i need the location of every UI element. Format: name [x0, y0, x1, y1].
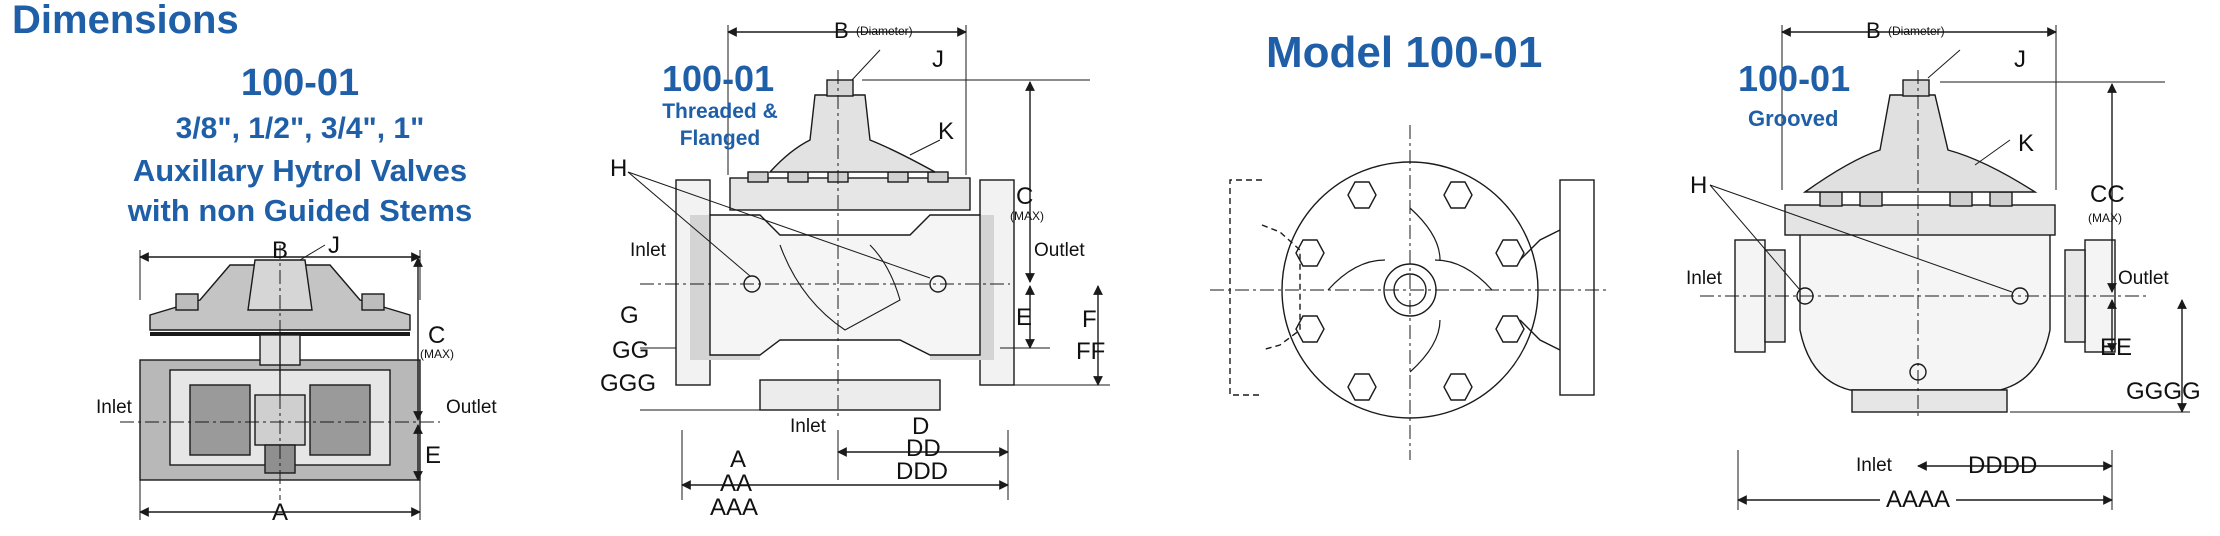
- panel2-label-c: C: [1016, 183, 1034, 210]
- panel2-label-outlet: Outlet: [1034, 240, 1085, 261]
- panel4-label-j: J: [2014, 46, 2026, 73]
- panel4-side-view: [1700, 25, 2190, 510]
- panel4-label-diameter: (Diameter): [1888, 24, 1945, 38]
- panel2-label-aa: AA: [720, 470, 753, 497]
- panel4-label-ee: EE: [2100, 334, 2133, 361]
- panel2-model: 100-01: [662, 58, 775, 99]
- panel1-cutaway-valve: [120, 244, 440, 520]
- panel3-top-view: [1210, 125, 1610, 460]
- panel4-label-inlet: Inlet: [1686, 268, 1722, 289]
- panel1-label-e: E: [425, 442, 442, 469]
- panel3-title: Model 100-01: [1266, 28, 1543, 77]
- panel2-label-j: J: [932, 46, 944, 73]
- panel4-label-k: K: [2018, 130, 2035, 157]
- panel4-model: 100-01: [1738, 58, 1851, 99]
- panel2-label-max: (MAX): [1010, 209, 1044, 223]
- panel2-label-a: A: [730, 446, 747, 473]
- panel1-label-a: A: [272, 499, 289, 526]
- panel2-sub1: Threaded &: [662, 100, 778, 123]
- panel2-label-e: E: [1016, 304, 1033, 331]
- panel4-label-outlet: Outlet: [2118, 268, 2169, 289]
- panel2-label-k: K: [938, 118, 955, 145]
- panel1-sizes: 3/8", 1/2", 3/4", 1": [175, 112, 425, 145]
- panel1-label-j: J: [328, 232, 340, 259]
- panel4-label-inlet-bottom: Inlet: [1856, 455, 1892, 476]
- panel4-label-gggg: GGGG: [2126, 378, 2201, 405]
- panel2-label-f: F: [1082, 306, 1097, 333]
- panel4-label-max: (MAX): [2088, 211, 2122, 225]
- panel2-label-h: H: [610, 155, 628, 182]
- panel1-label-c: C: [428, 322, 446, 349]
- panel1-desc-line1: Auxillary Hytrol Valves: [132, 153, 468, 188]
- panel1-label-outlet: Outlet: [446, 397, 497, 418]
- panel2-label-d: D: [912, 413, 930, 440]
- panel2-side-view: [627, 25, 1110, 500]
- panel2-label-diameter: (Diameter): [856, 24, 913, 38]
- panel4-sub: Grooved: [1748, 106, 1839, 131]
- panel2-label-aaa: AAA: [710, 494, 759, 521]
- panel1-label-b: B: [272, 237, 289, 264]
- panel2-label-b: B: [834, 18, 849, 43]
- panel2-label-gg: GG: [612, 337, 650, 364]
- panel2-label-inlet-bottom: Inlet: [790, 416, 826, 437]
- panel1-desc-line2: with non Guided Stems: [127, 193, 473, 228]
- panel2-label-ff: FF: [1076, 338, 1106, 365]
- panel1-label-inlet: Inlet: [96, 397, 132, 418]
- panel2-label-ddd: DDD: [896, 458, 948, 485]
- panel4-label-aaaa: AAAA: [1880, 486, 1957, 514]
- panel4-label-dddd: DDDD: [1968, 452, 2038, 479]
- panel2-label-dd: DD: [906, 435, 941, 462]
- panel2-label-inlet: Inlet: [630, 240, 666, 261]
- panel1-label-max: (MAX): [420, 347, 454, 361]
- panel4-label-h: H: [1690, 172, 1708, 199]
- panel2-label-g: G: [620, 302, 639, 329]
- panel4-label-b: B: [1866, 18, 1881, 43]
- panel4-label-cc: CC: [2090, 181, 2125, 208]
- bolt-hexagons: [1295, 181, 1525, 401]
- panel1-model: 100-01: [240, 62, 360, 104]
- page-title: Dimensions: [12, 0, 239, 42]
- panel2-sub2: Flanged: [679, 127, 761, 150]
- panel2-label-ggg: GGG: [600, 370, 657, 397]
